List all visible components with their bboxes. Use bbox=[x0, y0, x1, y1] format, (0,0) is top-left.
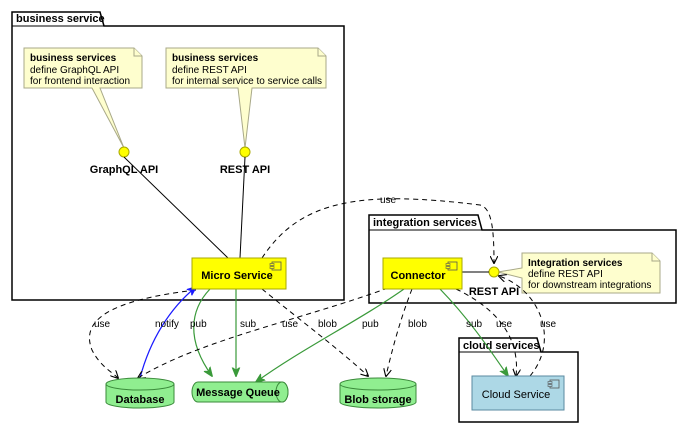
edge-label-conn-use-db: use bbox=[282, 319, 299, 330]
interface-rest: REST API bbox=[220, 146, 270, 176]
edge-label-conn-use-cloud: use bbox=[496, 319, 513, 330]
edge-connector-pub-mq bbox=[256, 288, 405, 382]
edge-db-notify-ms bbox=[139, 287, 196, 379]
note-integration-line2: for downstream integrations bbox=[528, 280, 651, 291]
note-graphql-title: business services bbox=[30, 53, 117, 64]
edge-label-ms-use-db: use bbox=[94, 319, 111, 330]
store-blob-storage[interactable]: Blob storage bbox=[339, 377, 417, 409]
package-integration-title: integration services bbox=[373, 217, 477, 229]
edge-rest-ms bbox=[239, 156, 246, 259]
component-icon bbox=[447, 261, 458, 271]
component-micro-service[interactable]: Micro Service bbox=[191, 257, 287, 290]
edge-label-notify: notify bbox=[155, 319, 179, 330]
component-micro-service-label: Micro Service bbox=[201, 270, 273, 282]
note-graphql: business services define GraphQL API for… bbox=[23, 47, 143, 149]
edge-ms-blob bbox=[261, 288, 368, 376]
note-rest: business services define REST API for in… bbox=[165, 47, 327, 149]
edge-label-use-top: use bbox=[380, 195, 397, 206]
interface-rest-label: REST API bbox=[220, 164, 270, 176]
edge-label-conn-pub: pub bbox=[362, 319, 379, 330]
edge-label-conn-blob: blob bbox=[408, 319, 427, 330]
store-database-label: Database bbox=[116, 394, 165, 406]
package-cloud-title: cloud services bbox=[463, 340, 539, 352]
edge-label-ms-pub: pub bbox=[190, 319, 207, 330]
note-rest-line1: define REST API bbox=[172, 65, 247, 76]
edge-label-ms-blob: blob bbox=[318, 319, 337, 330]
edge-label-ms-sub: sub bbox=[240, 319, 257, 330]
edge-connector-blob bbox=[386, 288, 413, 376]
edge-label-cloud-use-rest: use bbox=[540, 319, 557, 330]
store-message-queue[interactable]: Message Queue bbox=[191, 381, 289, 403]
interface-graphql-label: GraphQL API bbox=[90, 164, 158, 176]
component-cloud-service[interactable]: Cloud Service bbox=[471, 375, 565, 411]
component-connector[interactable]: Connector bbox=[382, 257, 463, 290]
note-integration-title: Integration services bbox=[528, 258, 623, 269]
component-cloud-service-label: Cloud Service bbox=[482, 389, 550, 401]
note-graphql-line2: for frontend interaction bbox=[30, 76, 130, 87]
edge-ms-pub-mq bbox=[193, 288, 212, 376]
note-graphql-line1: define GraphQL API bbox=[30, 65, 119, 76]
component-icon bbox=[271, 261, 282, 271]
component-icon bbox=[549, 379, 560, 389]
edge-ms-use-db bbox=[88, 289, 197, 378]
store-database[interactable]: Database bbox=[105, 377, 175, 409]
component-connector-label: Connector bbox=[391, 270, 447, 282]
edge-connector-use-cloud bbox=[455, 288, 517, 376]
interface-rest-integration-label: REST API bbox=[469, 286, 519, 298]
note-integration-line1: define REST API bbox=[528, 269, 603, 280]
note-rest-title: business services bbox=[172, 53, 259, 64]
note-integration: Integration services define REST API for… bbox=[497, 252, 661, 294]
store-message-queue-label: Message Queue bbox=[196, 387, 280, 399]
edge-ms-use-rest bbox=[261, 198, 494, 263]
edge-connector-use-db bbox=[138, 287, 389, 378]
edge-label-conn-sub: sub bbox=[466, 319, 483, 330]
store-blob-storage-label: Blob storage bbox=[344, 394, 411, 406]
edge-cloud-use-rest bbox=[499, 276, 545, 377]
note-rest-line2: for internal service to service calls bbox=[172, 76, 322, 87]
edge-graphql-ms bbox=[123, 156, 229, 259]
package-business-title: business service bbox=[16, 13, 105, 25]
edge-connector-sub-cloud bbox=[439, 288, 508, 376]
